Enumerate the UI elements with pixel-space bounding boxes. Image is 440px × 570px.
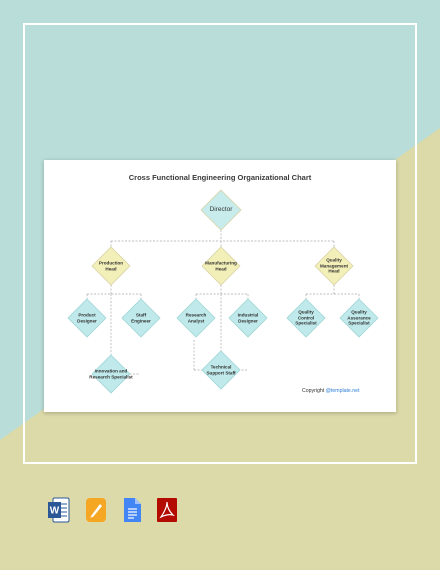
quality-assurance-node xyxy=(339,298,379,338)
org-chart-document: Cross Functional Engineering Organizatio… xyxy=(44,160,396,412)
director-label: Director xyxy=(209,206,233,214)
google-docs-icon[interactable] xyxy=(121,497,143,523)
production-head-label: Production Head xyxy=(98,260,124,271)
decorative-frame xyxy=(23,23,417,464)
quality-head-node xyxy=(314,246,354,286)
director-node xyxy=(200,189,242,231)
quality-assurance-label: Quality Assurance Specialist xyxy=(347,309,371,326)
copyright-notice: Copyright @template.net xyxy=(302,388,359,394)
research-analyst-label: Research Analyst xyxy=(185,312,207,323)
staff-engineer-node xyxy=(121,298,161,338)
quality-control-node xyxy=(286,298,326,338)
org-chart-diagram xyxy=(67,189,379,394)
production-head-node xyxy=(91,246,131,286)
innovation-specialist-label: Innovation and Research Specialist xyxy=(89,368,133,379)
manufacturing-head-label: Manufacturing Head xyxy=(205,260,237,271)
copyright-prefix: Copyright xyxy=(302,388,326,394)
manufacturing-head-node xyxy=(201,246,241,286)
product-designer-node xyxy=(67,298,107,338)
quality-head-label: Quality Management Head xyxy=(319,257,349,274)
product-designer-label: Product Designer xyxy=(77,312,97,323)
industrial-designer-label: Industrial Designer xyxy=(237,312,259,323)
technical-support-label: Technical Support Staff xyxy=(206,364,236,375)
staff-engineer-label: Staff Engineer xyxy=(131,312,151,323)
file-format-icons: W xyxy=(48,497,178,523)
pdf-icon[interactable] xyxy=(156,497,178,523)
pages-icon[interactable] xyxy=(85,497,107,523)
word-icon[interactable]: W xyxy=(48,497,70,523)
quality-control-label: Quality Control Specialist xyxy=(295,309,317,326)
technical-support-node xyxy=(201,350,241,390)
copyright-link[interactable]: @template.net xyxy=(325,388,360,394)
svg-text:W: W xyxy=(50,506,60,517)
chart-title: Cross Functional Engineering Organizatio… xyxy=(128,173,312,182)
research-analyst-node xyxy=(176,298,216,338)
innovation-specialist-node xyxy=(91,354,131,394)
industrial-designer-node xyxy=(228,298,268,338)
